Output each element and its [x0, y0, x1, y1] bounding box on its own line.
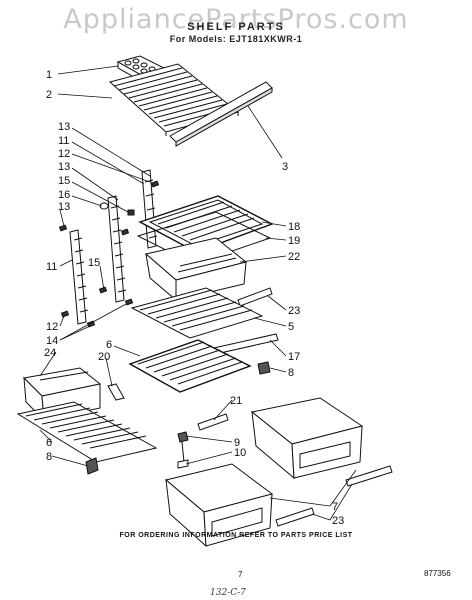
lower-wire-shelf [16, 401, 158, 463]
callout-7: 7 [332, 501, 338, 513]
model-line: For Models: EJT181XKWR-1 [169, 34, 303, 44]
callout-16: 16 [58, 189, 70, 201]
callout-5: 5 [288, 321, 294, 333]
callout-9: 9 [234, 437, 240, 449]
callout-19: 19 [288, 235, 300, 247]
handwritten-note: 132-C-7 [210, 588, 246, 598]
callout-2: 2 [46, 89, 52, 101]
right-crisper-drawer [250, 397, 364, 480]
support-post [177, 431, 189, 469]
top-wire-shelf [108, 63, 240, 136]
callout-14: 14 [46, 335, 58, 347]
leader-lines [39, 65, 357, 521]
callout-labels: 1 2 3 13 11 12 13 15 16 13 11 15 12 14 2… [44, 69, 344, 527]
callout-12-b: 12 [46, 321, 58, 333]
callout-11-a: 11 [58, 135, 69, 147]
callout-12-a: 12 [58, 148, 70, 160]
lower-slide-rail [197, 413, 229, 431]
callout-13-c: 13 [58, 201, 70, 213]
document-number: 877356 [424, 569, 451, 578]
callout-13-b: 13 [58, 161, 70, 173]
callout-20: 20 [98, 351, 110, 363]
left-ladder-rail [69, 229, 89, 325]
upper-shelf-bracket [257, 361, 271, 375]
callout-22: 22 [288, 251, 300, 263]
callout-1: 1 [46, 69, 52, 81]
callout-13-a: 13 [58, 121, 70, 133]
callout-23-b: 23 [332, 515, 344, 527]
page-number: 7 [238, 570, 243, 579]
lower-crisper-trims [275, 465, 393, 527]
left-crisper-drawer [164, 463, 274, 548]
callout-8-b: 8 [288, 367, 294, 379]
callout-21: 21 [230, 395, 242, 407]
callout-11-b: 11 [46, 261, 57, 273]
callout-8-a: 8 [46, 451, 52, 463]
center-ladder-rail [107, 195, 127, 303]
watermark: AppliancePartsPros.com [63, 4, 409, 35]
callout-18: 18 [288, 221, 300, 233]
callout-24: 24 [44, 347, 56, 359]
callout-3: 3 [282, 161, 288, 173]
upper-slide-out-shelf [128, 339, 252, 393]
callout-17: 17 [288, 351, 300, 363]
callout-23-a: 23 [288, 305, 300, 317]
slide-rail [107, 383, 125, 401]
ordering-note: FOR ORDERING INFORMATION REFER TO PARTS … [119, 532, 353, 539]
rail-clips [58, 180, 160, 328]
crisper-cover-pan [144, 237, 248, 302]
callout-10: 10 [234, 447, 246, 459]
upper-crisper-trim [237, 287, 273, 307]
callout-6-b: 6 [46, 437, 52, 449]
callout-15-a: 15 [58, 175, 70, 187]
callout-15-b: 15 [88, 257, 100, 269]
lower-shelf-bracket [85, 457, 99, 475]
middle-glass-shelf [130, 287, 264, 339]
shelf-trim-strip [169, 81, 273, 147]
callout-6-a: 6 [106, 339, 112, 351]
diagram-title: SHELF PARTS [187, 21, 285, 33]
